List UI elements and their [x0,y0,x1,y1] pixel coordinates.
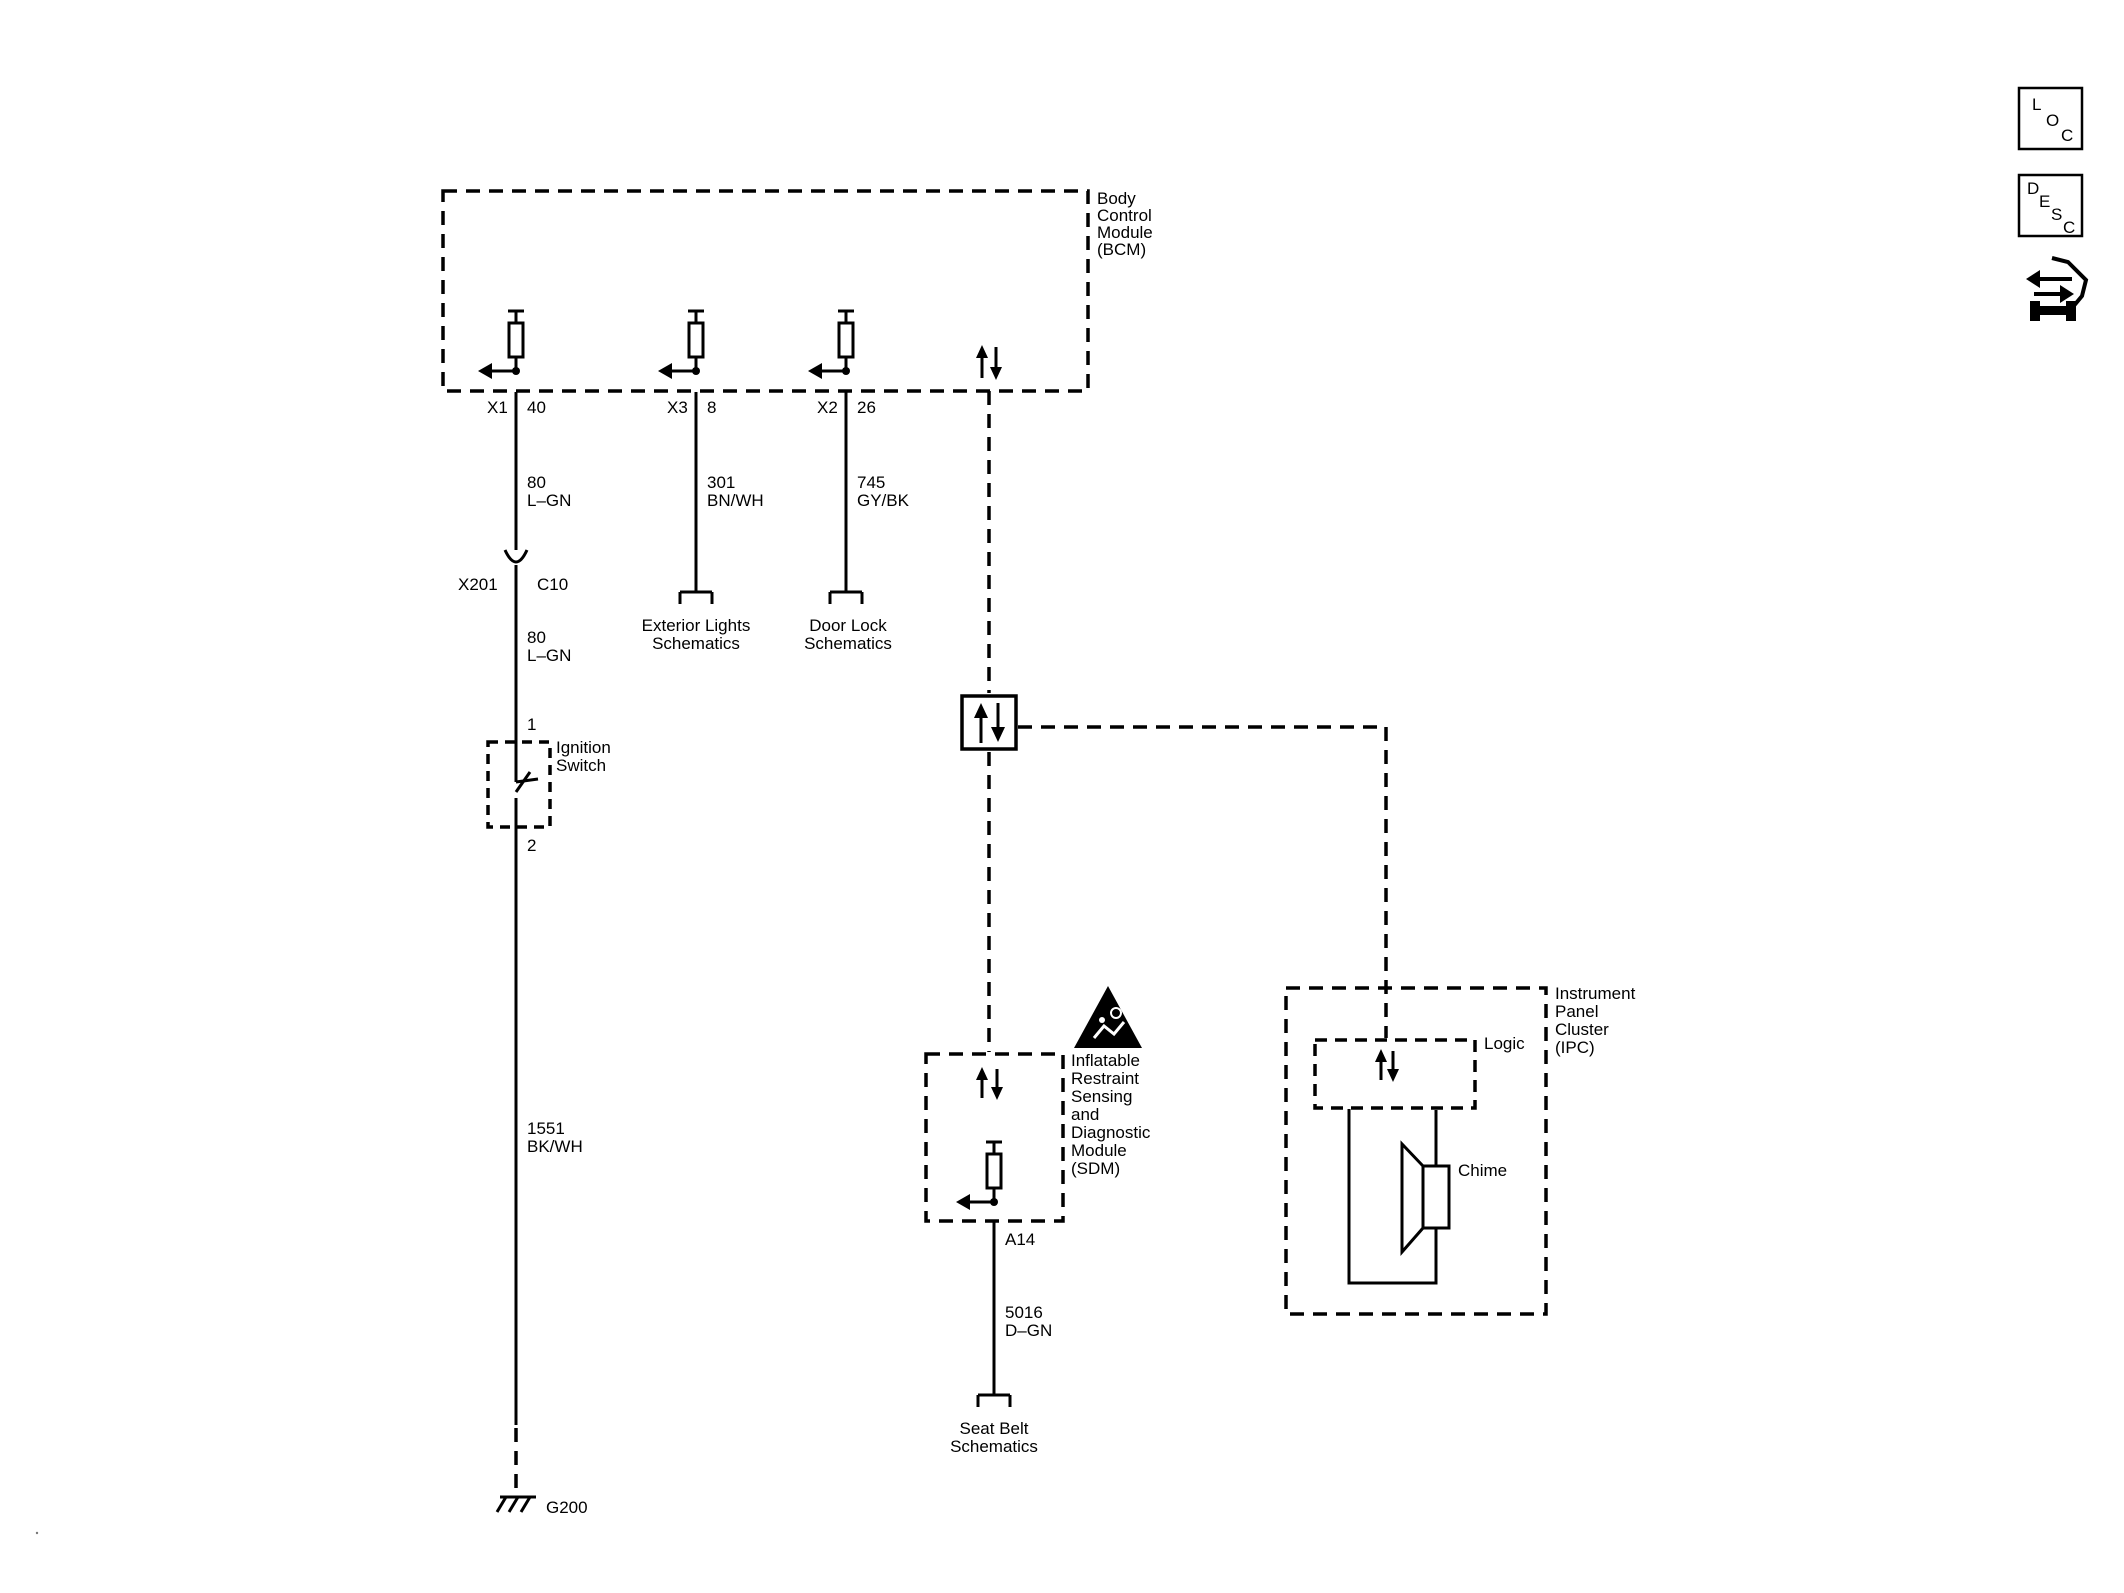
wire-301-circuit: 301 [707,473,735,492]
circuit-301 [678,392,714,604]
ref-exterior-lights-1: Exterior Lights [642,616,751,635]
sdm-label-4: and [1071,1105,1099,1124]
bcm-label-4: (BCM) [1097,240,1146,259]
bcm-module: Body Control Module (BCM) [441,189,1153,393]
ref-door-lock-2: Schematics [804,634,892,653]
ignition-pin-2: 2 [527,836,536,855]
description-view-icon[interactable]: D E S C [2017,173,2084,238]
sdm-label-3: Sensing [1071,1087,1132,1106]
wire-80b-color: L–GN [527,646,571,665]
pin-8: 8 [707,398,716,417]
ref-door-lock-1: Door Lock [809,616,887,635]
wire-5016-circuit: 5016 [1005,1303,1043,1322]
connector-x201: X201 [458,575,498,594]
sdm-label-2: Restraint [1071,1069,1139,1088]
desc-letter-d: D [2027,179,2039,198]
ref-seat-belt-2: Schematics [950,1437,1038,1456]
location-view-icon[interactable]: L O C [2017,86,2084,151]
pin-x1: X1 [487,398,508,417]
pin-26: 26 [857,398,876,417]
ignition-label-1: Ignition [556,738,611,757]
wire-745-circuit: 745 [857,473,885,492]
sdm-label-7: (SDM) [1071,1159,1120,1178]
wire-80b-circuit: 80 [527,628,546,647]
desc-letter-c: C [2063,218,2075,237]
sdm-label-1: Inflatable [1071,1051,1140,1070]
ignition-pin-1: 1 [527,715,536,734]
ipc-label-3: Cluster [1555,1020,1609,1039]
ignition-switch [486,740,552,829]
circuit-5016 [976,1222,1012,1407]
bcm-serial-data-icon [976,345,1002,380]
bcm-driver-x1-40 [478,309,525,379]
bcm-driver-x3-8 [658,309,705,379]
serial-data-network [960,391,1388,1052]
wire-301-color: BN/WH [707,491,764,510]
pin-a14: A14 [1005,1230,1035,1249]
loc-letter-o: O [2046,111,2059,130]
pin-40: 40 [527,398,546,417]
ground-g200: G200 [546,1498,588,1517]
sdm-label-6: Module [1071,1141,1127,1160]
connector-c10: C10 [537,575,568,594]
pin-x3: X3 [667,398,688,417]
connector-repair-icon[interactable] [2026,256,2089,321]
desc-letter-s: S [2051,205,2062,224]
ipc-label-1: Instrument [1555,984,1636,1003]
bcm-label-2: Control [1097,206,1152,225]
stray-dot [35,1531,39,1535]
ref-seat-belt-1: Seat Belt [960,1419,1029,1438]
pin-x2: X2 [817,398,838,417]
ipc-module [1284,986,1548,1316]
ground-symbol [495,1495,536,1513]
circuit-745 [828,392,864,604]
wire-80a-circuit: 80 [527,473,546,492]
bcm-label-3: Module [1097,223,1153,242]
wire-1551-color: BK/WH [527,1137,583,1156]
ipc-label-2: Panel [1555,1002,1598,1021]
sdm-module [924,1052,1065,1223]
ref-exterior-lights-2: Schematics [652,634,740,653]
loc-letter-l: L [2032,95,2041,114]
sdm-label-5: Diagnostic [1071,1123,1151,1142]
ipc-chime-label: Chime [1458,1161,1507,1180]
wire-745-color: GY/BK [857,491,910,510]
ignition-label-2: Switch [556,756,606,775]
wire-1551-circuit: 1551 [527,1119,565,1138]
loc-letter-c: C [2061,126,2073,145]
bcm-label-1: Body [1097,189,1136,208]
ipc-logic-label: Logic [1484,1034,1525,1053]
wire-80a-color: L–GN [527,491,571,510]
bcm-driver-x2-26 [808,309,855,379]
ipc-label-4: (IPC) [1555,1038,1595,1057]
airbag-warning-icon [1074,986,1142,1048]
circuit-80-1551 [503,392,539,1495]
wire-5016-color: D–GN [1005,1321,1052,1340]
desc-letter-e: E [2039,192,2050,211]
